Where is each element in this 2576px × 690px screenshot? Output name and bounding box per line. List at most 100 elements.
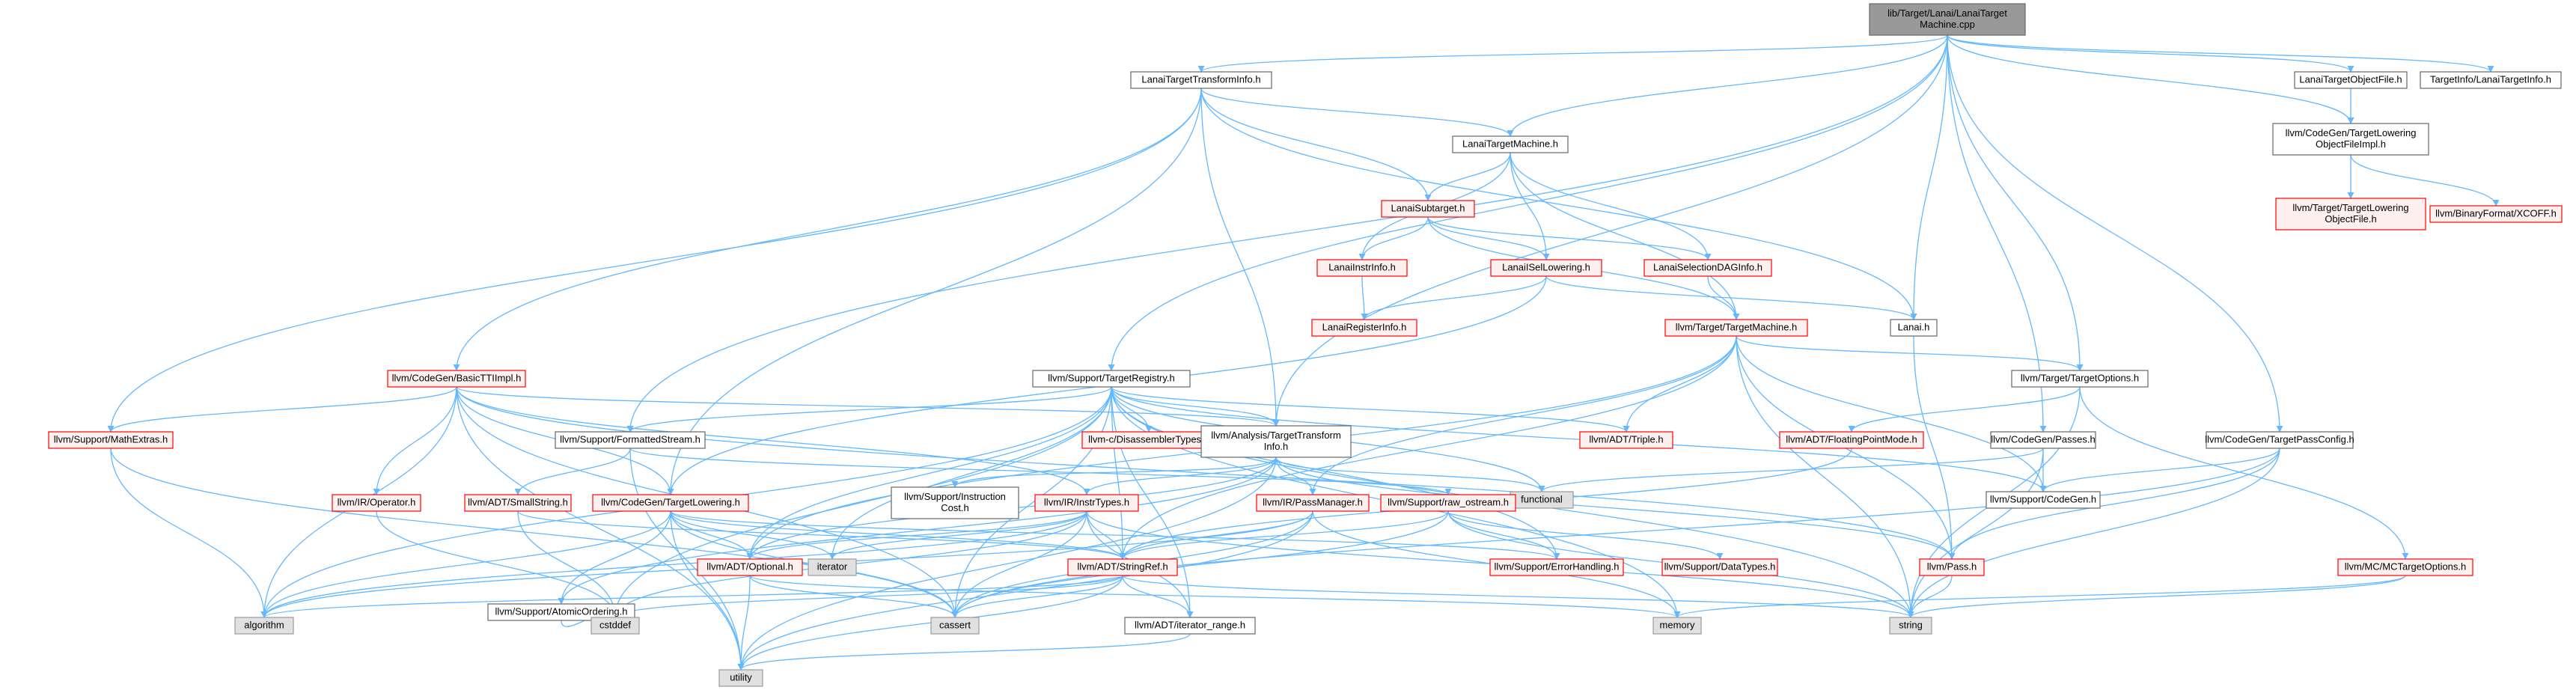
node-lanaitargetmachine-h[interactable]: LanaiTargetMachine.h: [1452, 135, 1569, 153]
edge-cgtl-to-algorithm: [260, 510, 671, 618]
node-label: LanaiInstrInfo.h: [1328, 261, 1396, 272]
edge-ttm-to-topt: [1736, 335, 2084, 371]
node-label: llvm/MC/MCTargetOptions.h: [2345, 561, 2467, 572]
node-box: [1889, 617, 1932, 635]
edge-fmts-to-utility: [629, 448, 745, 671]
node-lanaitargetobjectfile-h[interactable]: LanaiTargetObjectFile.h: [2294, 71, 2408, 89]
node-llvm-mc-mctargetoptions-h[interactable]: llvm/MC/MCTargetOptions.h: [2337, 558, 2473, 576]
edge-lsub-to-lsdag: [1427, 216, 1712, 260]
node-llvm-binaryformat-xcoff-h[interactable]: llvm/BinaryFormat/XCOFF.h: [2429, 205, 2563, 223]
node-llvm-codegen-basicttiimpl-h[interactable]: llvm/CodeGen/BasicTTIImpl.h: [387, 370, 526, 388]
node-llvm-codegen-passes-h[interactable]: llvm/CodeGen/Passes.h: [1990, 431, 2096, 449]
node-label: algorithm: [244, 619, 284, 630]
node-label: LanaiSubtarget.h: [1391, 202, 1465, 213]
node-llvm-codegen-targetpassconfig-h[interactable]: llvm/CodeGen/TargetPassConfig.h: [2205, 431, 2354, 449]
node-box: [2206, 431, 2354, 449]
node-llvm-analysis-targettransform-info-h[interactable]: llvm/Analysis/TargetTransformInfo.h: [1200, 425, 1352, 458]
edge-tpc-to-supcg: [2039, 448, 2280, 492]
edge-ltti-to-btti: [453, 88, 1202, 371]
node-functional: functional: [1510, 491, 1574, 509]
node-box: [697, 558, 803, 576]
node-llvm-adt-triple-h[interactable]: llvm/ADT/Triple.h: [1579, 431, 1673, 449]
edge-mcopt-to-memory: [1673, 575, 2406, 618]
node-lib-target-lanai-lanaitarget-machine-cpp[interactable]: lib/Target/Lanai/LanaiTargetMachine.cpp: [1869, 3, 2026, 36]
node-string: string: [1889, 617, 1932, 635]
node-label: llvm/ADT/Triple.h: [1589, 433, 1663, 445]
edge-root-to-ltm: [1507, 34, 1948, 137]
edge-lisel-to-lreg: [1361, 275, 1547, 320]
node-llvm-support-targetregistry-h[interactable]: llvm/Support/TargetRegistry.h: [1032, 370, 1191, 388]
node-box: [1489, 558, 1624, 576]
node-lanaiinstrinfo-h[interactable]: LanaiInstrInfo.h: [1316, 259, 1408, 277]
node-label: LanaiTargetTransformInfo.h: [1141, 73, 1260, 85]
edge-atti-to-irinst: [1083, 457, 1277, 495]
node-llvm-pass-h[interactable]: llvm/Pass.h: [1919, 558, 1985, 576]
edge-stringref-to-cassert: [951, 575, 1123, 618]
node-llvm-adt-floatingpointmode-h[interactable]: llvm/ADT/FloatingPointMode.h: [1779, 431, 1924, 449]
edge-ltti-to-atti: [1200, 88, 1280, 427]
node-memory: memory: [1652, 617, 1702, 635]
node-llvm-support-codegen-h[interactable]: llvm/Support/CodeGen.h: [1986, 491, 2101, 509]
node-llvm-codegen-targetlowering-objectfileimpl-h[interactable]: llvm/CodeGen/TargetLoweringObjectFileImp…: [2272, 123, 2429, 156]
node-box: [1643, 259, 1772, 277]
node-llvm-adt-optional-h[interactable]: llvm/ADT/Optional.h: [697, 558, 803, 576]
node-box: [1490, 259, 1602, 277]
node-llvm-target-targetmachine-h[interactable]: llvm/Target/TargetMachine.h: [1664, 319, 1808, 337]
node-llvm-support-errorhandling-h[interactable]: llvm/Support/ErrorHandling.h: [1489, 558, 1624, 576]
node-box: [592, 494, 749, 512]
node-box: [48, 431, 174, 449]
edge-root-to-topt: [1947, 34, 2084, 371]
edge-linstr-to-lreg: [1361, 275, 1368, 320]
node-box: [1311, 319, 1417, 337]
node-label: LanaiISelLowering.h: [1502, 261, 1590, 272]
node-llvm-adt-stringref-h[interactable]: llvm/ADT/StringRef.h: [1067, 558, 1178, 576]
node-llvm-ir-passmanager-h[interactable]: llvm/IR/PassManager.h: [1256, 494, 1370, 512]
node-llvm-ir-operator-h[interactable]: llvm/IR/Operator.h: [332, 494, 421, 512]
node-llvm-target-targetoptions-h[interactable]: llvm/Target/TargetOptions.h: [2011, 370, 2149, 388]
node-llvm-c-disassemblertypes-h[interactable]: llvm-c/DisassemblerTypes.h: [1081, 431, 1216, 449]
node-label: llvm-c/DisassemblerTypes.h: [1088, 433, 1209, 445]
edge-root-to-cgtlof: [1947, 34, 2354, 124]
node-llvm-adt-iterator-range-h[interactable]: llvm/ADT/iterator_range.h: [1124, 617, 1256, 635]
node-label: llvm/IR/Operator.h: [338, 496, 416, 507]
node-llvm-support-mathextras-h[interactable]: llvm/Support/MathExtras.h: [48, 431, 174, 449]
edge-btti-to-mathx: [107, 386, 457, 433]
node-box: [590, 617, 640, 635]
node-lanaitargettransforminfo-h[interactable]: LanaiTargetTransformInfo.h: [1130, 71, 1272, 89]
node-box: [2272, 123, 2429, 156]
node-llvm-support-raw-ostream-h[interactable]: llvm/Support/raw_ostream.h: [1380, 494, 1516, 512]
edge-cgtl-to-utility: [670, 510, 745, 671]
edge-treg-to-fmts: [626, 386, 1112, 433]
node-label: llvm/IR/PassManager.h: [1263, 496, 1363, 507]
node-llvm-codegen-targetlowering-h[interactable]: llvm/CodeGen/TargetLowering.h: [592, 494, 749, 512]
edge-optional-to-memory: [749, 575, 1681, 618]
edge-smallstr-to-cstddef: [517, 510, 619, 618]
node-label: llvm/Support/CodeGen.h: [1990, 493, 2096, 504]
node-label: functional: [1521, 493, 1563, 504]
node-label: llvm/Support/AtomicOrdering.h: [495, 605, 627, 617]
edge-optional-to-utility: [737, 575, 751, 671]
edge-ltm-to-lisel: [1510, 152, 1550, 260]
node-lanaisubtarget-h[interactable]: LanaiSubtarget.h: [1381, 200, 1475, 218]
node-llvm-support-atomicordering-h[interactable]: llvm/Support/AtomicOrdering.h: [487, 603, 635, 621]
edge-cgtl-to-iterator: [670, 510, 836, 560]
node-llvm-support-formattedstream-h[interactable]: llvm/Support/FormattedStream.h: [555, 431, 706, 449]
node-targetinfo-lanaitargetinfo-h[interactable]: TargetInfo/LanaiTargetInfo.h: [2420, 71, 2562, 89]
node-label: llvm/CodeGen/TargetLowering.h: [601, 496, 740, 507]
node-llvm-support-datatypes-h[interactable]: llvm/Support/DataTypes.h: [1661, 558, 1778, 576]
node-lanai-h[interactable]: Lanai.h: [1890, 319, 1938, 337]
edge-optional-to-cassert: [749, 575, 959, 618]
node-llvm-adt-smallstring-h[interactable]: llvm/ADT/SmallString.h: [464, 494, 572, 512]
node-lanaiselectiondaginfo-h[interactable]: LanaiSelectionDAGInfo.h: [1643, 259, 1772, 277]
edge-treg-to-stringref: [1111, 386, 1126, 560]
node-llvm-ir-instrtypes-h[interactable]: llvm/IR/InstrTypes.h: [1034, 494, 1139, 512]
node-lanairegisterinfo-h[interactable]: LanaiRegisterInfo.h: [1311, 319, 1417, 337]
node-lanaiisellowering-h[interactable]: LanaiISelLowering.h: [1490, 259, 1602, 277]
edge-tpc-to-pass: [1948, 448, 2280, 560]
edge-stringref-to-string: [1122, 575, 1914, 618]
edge-stringref-to-iterrange: [1122, 575, 1194, 618]
node-label: iterator: [817, 561, 848, 572]
edge-rawos-to-cassert: [951, 510, 1449, 618]
